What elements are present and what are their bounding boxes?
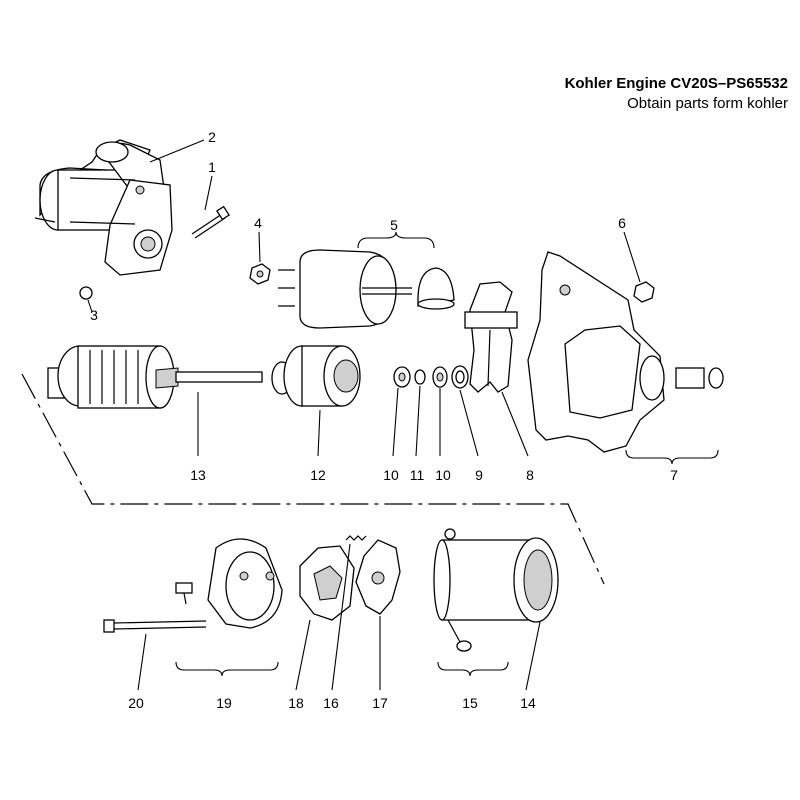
drive-end-housing-drawing	[527, 251, 724, 453]
leader-3	[87, 299, 93, 313]
leader-18	[295, 619, 311, 691]
leader-2	[149, 139, 205, 163]
nut-drawing	[249, 263, 271, 285]
small-nut-drawing	[79, 286, 93, 300]
callout-12: 12	[310, 467, 326, 483]
callout-20: 20	[128, 695, 144, 711]
retainer-ring-drawing	[393, 366, 411, 388]
diagram-title: Kohler Engine CV20S–PS65532	[564, 75, 788, 92]
snap-ring-drawing	[414, 369, 426, 385]
bracket-5	[357, 231, 435, 249]
brush-holder-drawing	[355, 539, 401, 615]
callout-2: 2	[208, 129, 216, 145]
leader-16	[331, 543, 351, 691]
assembly-connector-line	[21, 373, 605, 585]
solenoid-drawing	[278, 249, 455, 329]
callout-8: 8	[526, 467, 534, 483]
leader-11	[415, 385, 421, 457]
leader-12	[317, 409, 321, 457]
diagram-header: Kohler Engine CV20S–PS65532 Obtain parts…	[565, 74, 788, 114]
leader-9	[459, 389, 479, 457]
starter-assembly-drawing	[34, 139, 173, 276]
callout-3: 3	[90, 307, 98, 323]
armature-drawing	[47, 345, 263, 409]
callout-7: 7	[670, 467, 678, 483]
callout-5: 5	[390, 217, 398, 233]
leader-8	[501, 391, 529, 457]
callout-17: 17	[372, 695, 388, 711]
leader-20	[137, 633, 147, 691]
bracket-7	[625, 449, 719, 465]
shift-lever-drawing	[464, 281, 518, 393]
callout-19: 19	[216, 695, 232, 711]
brush-plate-drawing	[299, 545, 355, 621]
bracket-19	[175, 661, 279, 677]
field-frame-drawing	[433, 528, 559, 652]
leader-4	[258, 231, 261, 263]
leader-1	[204, 175, 213, 211]
washer-drawing	[451, 365, 469, 389]
callout-10a: 10	[383, 467, 399, 483]
end-cap-drawing	[207, 538, 283, 629]
callout-14: 14	[520, 695, 536, 711]
through-bolt-drawing	[103, 582, 207, 633]
callout-11: 11	[410, 467, 425, 483]
leader-14	[525, 621, 541, 691]
callout-13: 13	[190, 467, 206, 483]
callout-4: 4	[254, 215, 262, 231]
bracket-15	[437, 661, 509, 677]
callout-6: 6	[618, 215, 626, 231]
collar-drawing	[432, 366, 448, 388]
diagram-subtitle: Obtain parts form kohler	[627, 95, 788, 112]
drive-pinion-drawing	[271, 345, 361, 407]
callout-10b: 10	[435, 467, 451, 483]
leader-10a	[392, 387, 399, 457]
spring-drawing	[345, 535, 367, 541]
long-bolt-drawing	[191, 205, 230, 239]
callout-15: 15	[462, 695, 478, 711]
callout-16: 16	[323, 695, 339, 711]
leader-6	[623, 231, 641, 283]
callout-1: 1	[208, 159, 216, 175]
callout-18: 18	[288, 695, 304, 711]
callout-9: 9	[475, 467, 483, 483]
nut-drawing-6	[633, 281, 655, 303]
